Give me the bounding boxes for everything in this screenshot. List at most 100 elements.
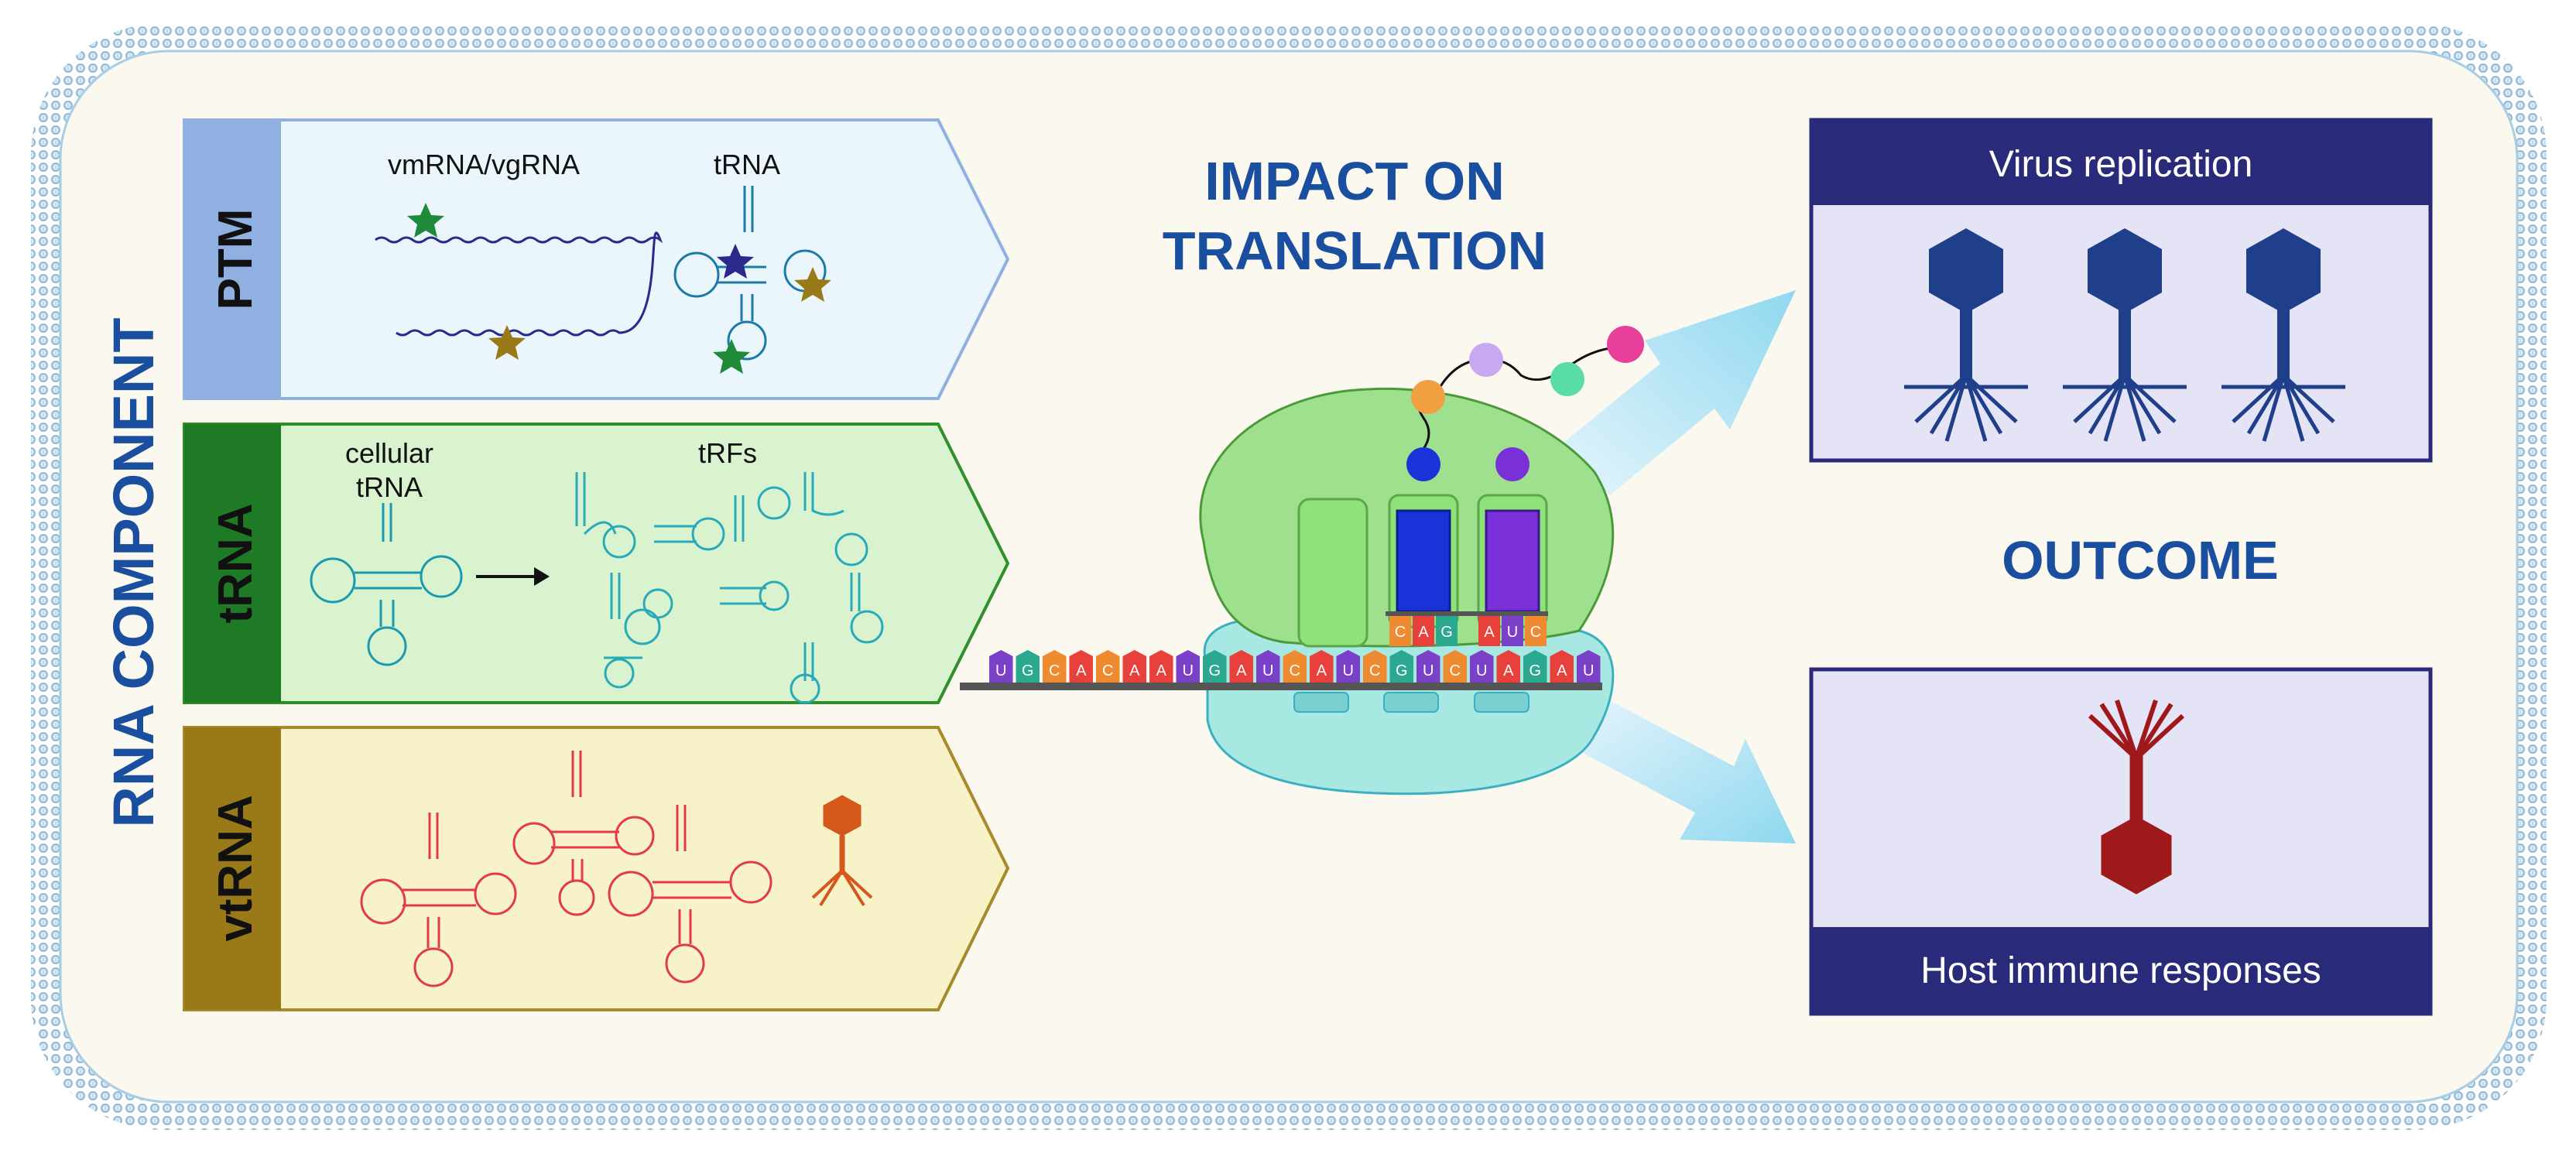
anticodon-tile: U xyxy=(1502,615,1523,646)
mrna-tile-letter: U xyxy=(1183,662,1194,679)
ribosome xyxy=(1199,387,1615,796)
phage-blue-icon xyxy=(2063,228,2187,442)
mrna-tile-letter: U xyxy=(1343,662,1354,679)
vtrna-cloverleaf-3 xyxy=(608,805,772,984)
mrna-tile: G xyxy=(1016,650,1040,683)
vtrna-cloverleaf-1 xyxy=(360,813,517,987)
mrna-tile-letter: G xyxy=(1396,662,1408,679)
mrna-tile-letter: A xyxy=(1129,662,1140,679)
mrna-tile: C xyxy=(1096,650,1120,683)
amino-acid-lavender xyxy=(1469,343,1503,377)
center-title-line1: IMPACT ON xyxy=(1204,151,1505,211)
mrna-tile: A xyxy=(1122,650,1146,683)
anticodon-bar xyxy=(1386,611,1548,616)
trna-label-trna: tRNA xyxy=(356,471,423,503)
phage-blue-icon xyxy=(1904,228,2028,442)
anticodon-letter: A xyxy=(1484,624,1495,641)
panel-ptm-tab xyxy=(184,120,281,399)
mrna-tile-letter: G xyxy=(1529,662,1541,679)
mrna-tile-letter: A xyxy=(1076,662,1087,679)
ptm-label-vmrna: vmRNA/vgRNA xyxy=(388,149,580,180)
outcome-label: OUTCOME xyxy=(2002,530,2279,590)
anticodon-letter: A xyxy=(1418,624,1429,641)
mrna-tile-letter: C xyxy=(1049,662,1060,679)
mrna-tile: C xyxy=(1363,650,1387,683)
mrna-tile: A xyxy=(1069,650,1093,683)
cellular-trna-cloverleaf xyxy=(310,503,463,666)
amino-acid-purple xyxy=(1495,447,1530,481)
ptm-star-navy-icon xyxy=(717,244,754,279)
mrna-tile: U xyxy=(1416,650,1440,683)
anticodon-letter: C xyxy=(1530,624,1541,641)
ptm-star-green-icon xyxy=(407,203,444,238)
mrna-tile-letter: A xyxy=(1317,662,1327,679)
mrna-tile-letter: U xyxy=(1476,662,1487,679)
peptide-chain xyxy=(1406,326,1644,481)
anticodon-letter: U xyxy=(1507,624,1518,641)
phage-group-blue xyxy=(1904,228,2345,442)
mrna-tile-letter: U xyxy=(1262,662,1273,679)
trna-label-trfs: tRFs xyxy=(698,437,757,469)
arrow-right-icon xyxy=(476,567,550,586)
anticodon-tile: A xyxy=(1413,615,1434,646)
mrna-tile: C xyxy=(1443,650,1467,683)
mrna-tile: A xyxy=(1550,650,1574,683)
trna-p-site xyxy=(1396,509,1451,613)
arrow-to-host-immune xyxy=(1571,696,1796,843)
phage-orange-icon xyxy=(811,795,873,907)
mrna-tile-letter: U xyxy=(1423,662,1434,679)
panel-ptm: PTM vmRNA/vgRNA tRNA xyxy=(183,118,1010,400)
mrna-tile: G xyxy=(1389,650,1413,683)
mrna-tile-letter: A xyxy=(1503,662,1514,679)
mrna-tile-letter: C xyxy=(1102,662,1113,679)
box-host-immune-title: Host immune responses xyxy=(1920,950,2321,991)
anticodon-tile: C xyxy=(1389,615,1411,646)
mrna-tile-letter: U xyxy=(995,662,1006,679)
ptm-label-trna: tRNA xyxy=(714,149,780,180)
amino-acid-orange xyxy=(1411,380,1445,414)
amino-acid-blue xyxy=(1406,447,1440,481)
mrna-tile-letter: A xyxy=(1156,662,1167,679)
mrna-tile: A xyxy=(1149,650,1173,683)
arrow-to-virus-replication xyxy=(1556,290,1796,495)
mrna-tile-letter: U xyxy=(1583,662,1594,679)
mrna-tile-letter: A xyxy=(1557,662,1567,679)
mrna-tile: G xyxy=(1203,650,1227,683)
amino-acid-mint xyxy=(1550,362,1584,396)
ptm-star-green-icon-2 xyxy=(713,339,750,374)
mrna-tile-letter: G xyxy=(1208,662,1221,679)
panel-vtrna-tab xyxy=(184,727,281,1010)
anticodon-tile: A xyxy=(1478,615,1500,646)
phage-blue-icon xyxy=(2221,228,2345,442)
mrna-tile: U xyxy=(1470,650,1494,683)
box-host-immune: Host immune responses xyxy=(1809,667,2433,1016)
mrna-tile: U xyxy=(1176,650,1200,683)
vtrna-cloverleaf-2 xyxy=(512,751,655,916)
panel-trna-tab xyxy=(184,424,281,703)
mrna-tile: U xyxy=(1256,650,1280,683)
anticodon-letter: C xyxy=(1395,624,1406,641)
anticodon-tile: G xyxy=(1436,615,1458,646)
mrna-tile: A xyxy=(1496,650,1520,683)
mrna-tile: A xyxy=(1310,650,1334,683)
panel-trna-tab-label: tRNA xyxy=(209,504,262,624)
mrna-tile-letter: C xyxy=(1450,662,1461,679)
trna-label-cellular: cellular xyxy=(345,437,433,469)
side-label: RNA COMPONENT xyxy=(101,317,166,827)
ribosome-e-site xyxy=(1297,498,1368,648)
anticodon-tile: C xyxy=(1525,615,1547,646)
trna-a-site xyxy=(1485,509,1540,613)
ptm-star-gold-icon-2 xyxy=(794,267,831,302)
mrna-tile: U xyxy=(989,650,1013,683)
panel-ptm-tab-label: PTM xyxy=(209,209,262,310)
box-virus-replication-title: Virus replication xyxy=(1989,144,2253,185)
mrna-tile-letter: G xyxy=(1022,662,1034,679)
amino-acid-pink xyxy=(1607,326,1644,363)
anticodon-letter: G xyxy=(1440,624,1453,641)
mrna-tile: A xyxy=(1229,650,1253,683)
mrna-tile: U xyxy=(1336,650,1360,683)
